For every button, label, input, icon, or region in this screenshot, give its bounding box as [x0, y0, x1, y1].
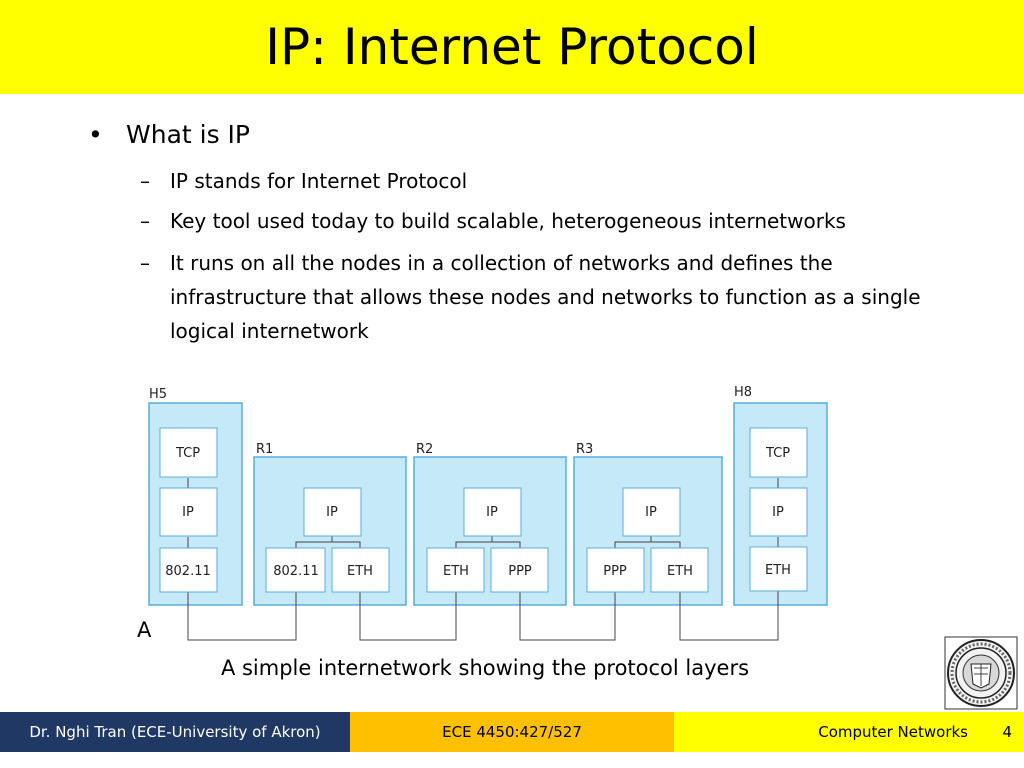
- svg-text:PPP: PPP: [508, 564, 532, 579]
- link-r3-h8: [679, 591, 779, 641]
- title-bar: IP: Internet Protocol: [0, 0, 1024, 94]
- svg-text:802.11: 802.11: [273, 564, 319, 579]
- link-h5-r1: [187, 592, 297, 641]
- svg-text:TCP: TCP: [765, 446, 790, 461]
- layer-r3-eth: ETH: [650, 547, 709, 593]
- sub-bullet-text: Key tool used today to build scalable, h…: [170, 209, 846, 233]
- dash-marker: –: [140, 209, 150, 233]
- node-label-h8: H8: [734, 385, 752, 400]
- footer-right: Computer Networks 4: [674, 712, 1024, 752]
- internetwork-diagram: H5 R1 R2 R3 H8 TCP IP 802.11 IP 802.11 E…: [148, 385, 828, 641]
- svg-text:IP: IP: [486, 505, 498, 520]
- svg-text:802.11: 802.11: [165, 564, 211, 579]
- layer-h8-ip: IP: [749, 487, 808, 537]
- svg-text:ETH: ETH: [347, 564, 373, 579]
- footer-course-name: Computer Networks: [818, 723, 968, 741]
- node-label-r2: R2: [416, 442, 433, 457]
- svg-text:ETH: ETH: [667, 564, 693, 579]
- page-number: 4: [1002, 723, 1012, 741]
- node-label-r3: R3: [576, 442, 593, 457]
- footer-course-code: ECE 4450:427/527: [350, 712, 674, 752]
- sub-bullet-text: IP stands for Internet Protocol: [170, 169, 468, 193]
- bullet-marker: •: [88, 120, 103, 149]
- layer-h8-eth: ETH: [749, 546, 808, 592]
- svg-text:IP: IP: [772, 505, 784, 520]
- bullet-text: What is IP: [126, 120, 250, 149]
- layer-r3-ip: IP: [622, 487, 681, 537]
- layer-r1-ip: IP: [303, 487, 362, 537]
- footer: Dr. Nghi Tran (ECE-University of Akron) …: [0, 712, 1024, 752]
- svg-text:IP: IP: [182, 505, 194, 520]
- layer-r1-eth: ETH: [331, 547, 390, 593]
- node-label-r1: R1: [256, 442, 273, 457]
- layer-r3-ppp: PPP: [586, 547, 645, 593]
- svg-text:IP: IP: [645, 505, 657, 520]
- dash-marker: –: [140, 169, 150, 193]
- node-label-h5: H5: [149, 387, 167, 402]
- layer-r2-eth: ETH: [426, 547, 485, 593]
- slide-title: IP: Internet Protocol: [265, 18, 759, 76]
- link-r2-r3: [519, 592, 616, 641]
- university-seal-icon: [944, 636, 1018, 710]
- layer-h5-80211: 802.11: [159, 547, 218, 593]
- svg-text:ETH: ETH: [765, 563, 791, 578]
- layer-h5-tcp: TCP: [159, 427, 218, 478]
- svg-text:IP: IP: [326, 505, 338, 520]
- svg-text:TCP: TCP: [175, 446, 200, 461]
- layer-h8-tcp: TCP: [749, 427, 808, 478]
- layer-r2-ppp: PPP: [490, 547, 549, 593]
- dash-marker: –: [140, 251, 150, 275]
- diagram-caption: A simple internetwork showing the protoc…: [220, 656, 750, 680]
- sub-bullet-text: It runs on all the nodes in a collection…: [170, 251, 921, 343]
- layer-r2-ip: IP: [463, 487, 522, 537]
- link-r1-r2: [359, 592, 457, 641]
- svg-text:PPP: PPP: [603, 564, 627, 579]
- layer-h5-ip: IP: [159, 487, 218, 537]
- svg-text:ETH: ETH: [443, 564, 469, 579]
- caption-fragment: A: [137, 618, 152, 642]
- layer-r1-80211: 802.11: [265, 547, 326, 593]
- footer-author: Dr. Nghi Tran (ECE-University of Akron): [0, 712, 350, 752]
